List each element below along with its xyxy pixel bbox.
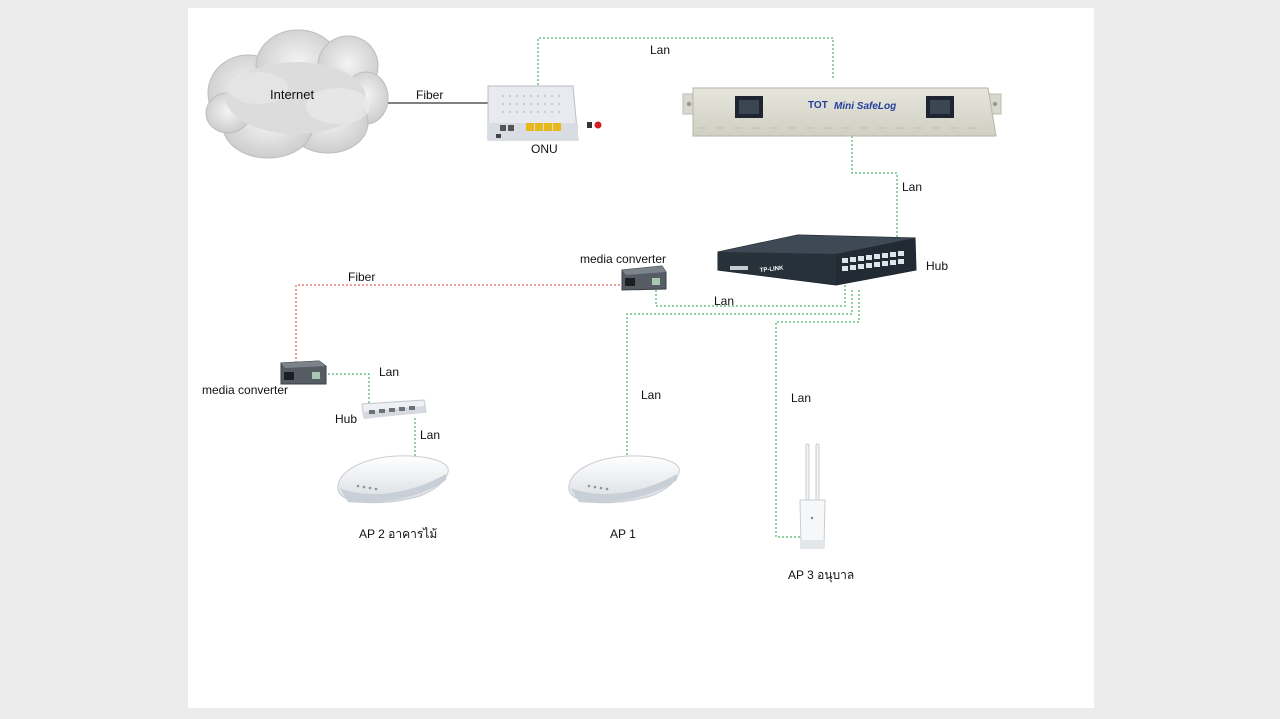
fiber-line-mediaconverters [295, 284, 620, 366]
lan-mc-smallhub-label: Lan [379, 365, 399, 379]
ap2-label: AP 2 อาคารไม้ [359, 527, 437, 541]
hub-main-label: Hub [926, 259, 948, 273]
internet-label: Internet [270, 87, 314, 102]
ap3-label: AP 3 อนุบาล [788, 568, 854, 583]
lan-ap3-label: Lan [791, 391, 811, 405]
fiber-top-label: Fiber [416, 88, 443, 102]
fiber-left-label: Fiber [348, 270, 375, 284]
lan-mc-hub-label: Lan [714, 294, 734, 308]
lan-logger-hub-label: Lan [902, 180, 922, 194]
lan-ap1-label: Lan [641, 388, 661, 402]
media-converter-top-icon [621, 265, 667, 291]
main-hub-switch-icon [717, 234, 917, 286]
safelog-logger-device-icon [682, 87, 1002, 137]
lan-line-onu-logger [537, 37, 834, 113]
lan-top-label: Lan [650, 43, 670, 57]
onu-device-icon [487, 85, 602, 141]
connections [295, 37, 898, 538]
media-converter-left-icon [280, 360, 327, 385]
lan-line-hub-ap1 [626, 290, 853, 458]
media-converter-top-label: media converter [580, 252, 666, 266]
network-diagram: Internet Fiber ONU Lan [202, 29, 1002, 583]
hub-small-label: Hub [335, 412, 357, 426]
switch-brand-logo: TP-LINK [760, 265, 785, 274]
network-diagram-canvas: Internet Fiber ONU Lan [188, 8, 1094, 708]
lan-smallhub-ap2-label: Lan [420, 428, 440, 442]
access-point-ap2-icon [337, 455, 449, 504]
small-hub-icon [361, 399, 427, 419]
lan-line-mc-smallhub [328, 373, 370, 406]
logger-brand-logo: TOT [808, 100, 828, 111]
internet-cloud-icon [205, 29, 389, 159]
lan-line-hub-ap3 [775, 290, 860, 538]
ap1-label: AP 1 [610, 527, 636, 541]
logger-name-logo: Mini SafeLog [834, 101, 896, 112]
access-point-ap3-outdoor-icon [799, 443, 826, 549]
lan-line-hub-mediaconverter [655, 280, 846, 307]
onu-label: ONU [531, 142, 558, 156]
lan-line-logger-hub [851, 136, 898, 250]
access-point-ap1-icon [568, 455, 680, 504]
media-converter-left-label: media converter [202, 383, 288, 397]
